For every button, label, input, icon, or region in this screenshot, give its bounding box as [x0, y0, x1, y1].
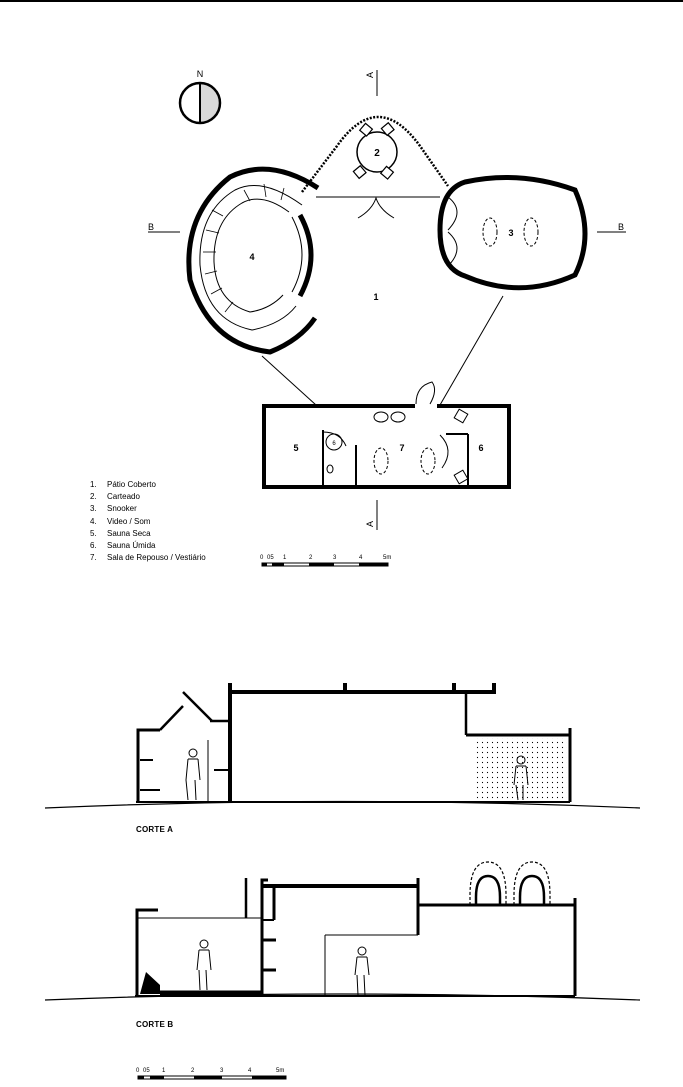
legend-item: 2.Carteado — [90, 491, 206, 503]
svg-text:2: 2 — [191, 1068, 195, 1074]
room-number-6-label: 6 — [478, 443, 483, 453]
svg-text:5m: 5m — [276, 1068, 284, 1074]
person-figure — [197, 940, 211, 990]
legend-item: 3.Snooker — [90, 503, 206, 515]
room-legend: 1.Pátio Coberto 2.Carteado 3.Snooker 4.V… — [90, 479, 206, 564]
section-scale-bar: 0 05 1 2 3 4 5m — [136, 1068, 286, 1079]
room-number-5: 5 — [293, 443, 298, 453]
svg-text:1: 1 — [162, 1068, 166, 1074]
svg-text:A: A — [365, 521, 375, 527]
svg-text:2: 2 — [309, 555, 313, 561]
svg-text:B: B — [618, 222, 624, 232]
section-a-top-marker: A — [365, 70, 377, 96]
svg-text:4: 4 — [359, 555, 363, 561]
person-figure — [186, 749, 200, 800]
sauna-building: 5 6 7 6 — [264, 382, 509, 487]
svg-text:A: A — [365, 72, 375, 78]
video-som-pavilion: 4 — [189, 169, 318, 352]
room-number-7: 7 — [399, 443, 404, 453]
legend-item: 1.Pátio Coberto — [90, 479, 206, 491]
svg-text:0: 0 — [136, 1068, 140, 1074]
legend-item: 6.Sauna Úmida — [90, 540, 206, 552]
section-b-left-marker: B — [148, 222, 180, 232]
plan-scale-bar: 0 05 1 2 3 4 5m — [260, 555, 391, 566]
svg-text:4: 4 — [248, 1068, 252, 1074]
svg-text:1: 1 — [283, 555, 287, 561]
room-number-4: 4 — [249, 252, 254, 262]
patio-outline — [262, 197, 503, 405]
legend-item: 7.Sala de Repouso / Vestiário — [90, 552, 206, 564]
room-number-6: 6 — [332, 441, 336, 447]
legend-item: 5.Sauna Seca — [90, 528, 206, 540]
room-number-3: 3 — [508, 228, 513, 238]
room-number-1: 1 — [373, 292, 378, 302]
person-figure — [355, 947, 369, 995]
svg-text:3: 3 — [333, 555, 337, 561]
svg-text:3: 3 — [220, 1068, 224, 1074]
svg-text:0: 0 — [260, 555, 264, 561]
north-label: N — [197, 69, 204, 79]
section-a-bottom-marker: A — [365, 500, 377, 530]
sections-drawing: 0 05 1 2 3 4 5m — [0, 600, 683, 1087]
svg-text:B: B — [148, 222, 154, 232]
svg-text:05: 05 — [143, 1068, 150, 1074]
svg-text:5m: 5m — [383, 555, 391, 561]
carteado-pavilion: 2 — [302, 117, 448, 218]
snooker-pavilion: 3 — [440, 178, 585, 288]
corte-b-label: CORTE B — [136, 1020, 173, 1029]
north-arrow: N — [180, 69, 220, 123]
section-b-right-marker: B — [597, 222, 626, 232]
corte-a-label: CORTE A — [136, 825, 173, 834]
room-number-2: 2 — [374, 148, 380, 159]
legend-item: 4.Video / Som — [90, 516, 206, 528]
svg-text:05: 05 — [267, 555, 274, 561]
section-b — [45, 862, 640, 1000]
section-a — [45, 683, 640, 808]
